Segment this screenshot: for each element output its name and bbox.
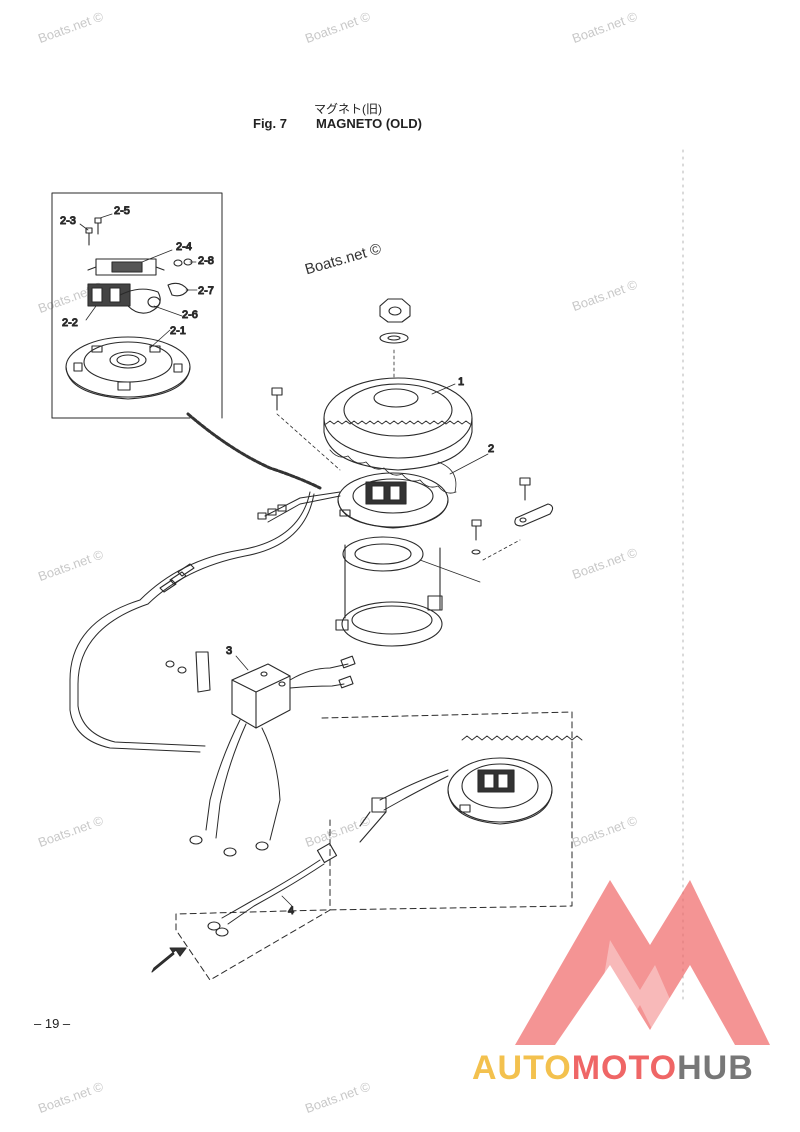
callout-1: 1 [458,376,464,388]
callout-2-4: 2-4 [176,241,192,253]
callout-2-3: 2-3 [60,215,76,227]
connector [159,563,195,593]
callout-2: 2 [488,443,494,455]
cdi-unit [231,663,291,729]
callout-2-5: 2-5 [114,205,130,217]
pulser-ring [342,536,424,572]
callout-2-1: 2-1 [170,325,186,337]
bolt-right [514,477,554,527]
figure-subtitle-jp: マグネト(旧) [314,102,382,116]
flywheel-teeth [461,735,583,741]
stator-base-plate [65,336,191,400]
alternate-inset-frame [175,711,573,981]
charge-coil [87,258,165,276]
lead-wire [207,842,338,937]
callout-2-2: 2-2 [62,317,78,329]
bolt [271,387,283,411]
magneto-base [335,544,443,647]
figure-title: MAGNETO (OLD) [316,116,422,131]
flywheel [323,377,473,494]
automotohub-logo-text: AUTOMOTOHUB [472,1049,754,1087]
small-screw [165,651,211,693]
inset-frame [51,192,223,419]
ring-terminal [189,835,269,857]
screw-2-5 [94,217,102,235]
direction-arrow [151,947,187,973]
callout-4: 4 [288,905,294,917]
callout-2-8: 2-8 [198,255,214,267]
stator-assembly [337,472,449,529]
callout-3: 3 [226,645,232,657]
callout-2-6: 2-6 [182,309,198,321]
flywheel-washer [379,332,409,344]
coil-assembly [87,283,161,314]
plug-connector [359,797,387,843]
figure-number: Fig. 7 [253,116,287,131]
bracket-2-7 [167,282,189,297]
callout-2-7: 2-7 [198,285,214,297]
flywheel-nut [379,298,411,323]
stator-alt [447,757,553,825]
bolt-small [471,519,482,555]
page-number: – 19 – [34,1016,71,1031]
automotohub-logo-mark [515,880,770,1045]
washer-2-8 [173,258,193,267]
screw-2-3 [85,227,93,246]
